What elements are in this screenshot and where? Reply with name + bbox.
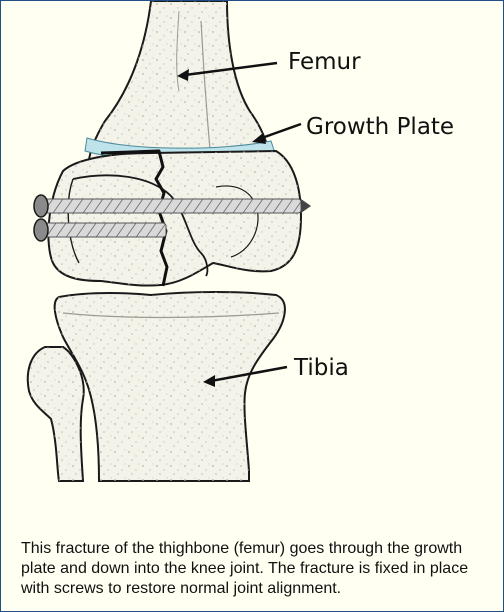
fibula-bone bbox=[28, 347, 84, 481]
label-growth-plate: Growth Plate bbox=[306, 114, 454, 140]
tibia-bone bbox=[55, 292, 285, 481]
knee-fracture-illustration: Femur Growth Plate Tibia bbox=[1, 1, 503, 521]
label-tibia: Tibia bbox=[293, 355, 349, 381]
figure-caption: This fracture of the thighbone (femur) g… bbox=[21, 539, 491, 599]
label-femur: Femur bbox=[288, 49, 361, 75]
femoral-condyles bbox=[48, 151, 301, 286]
